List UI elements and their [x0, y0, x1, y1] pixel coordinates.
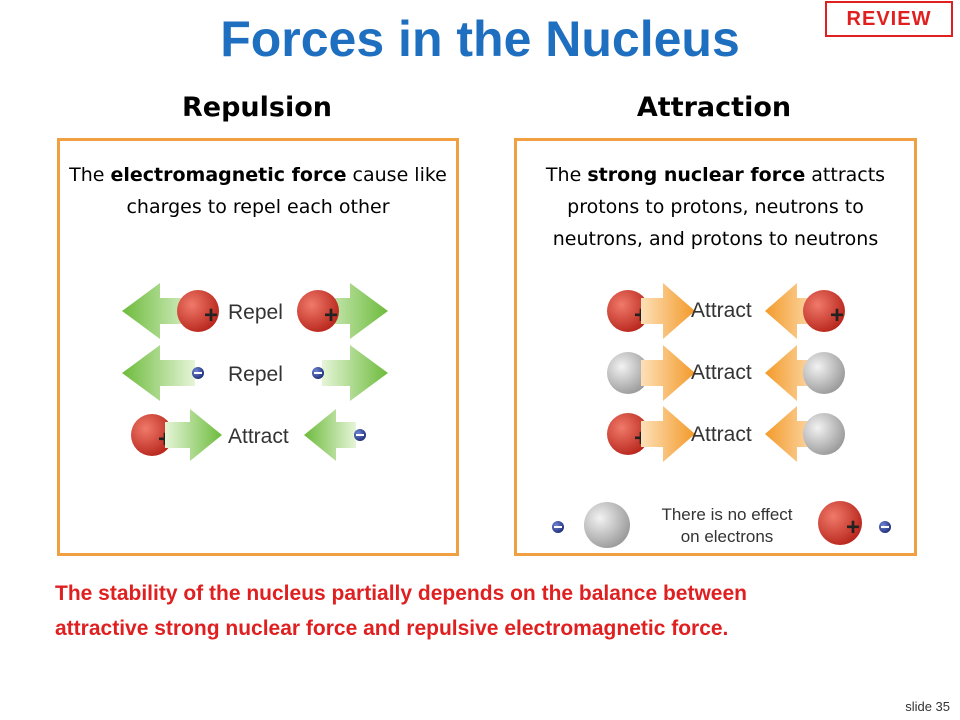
minus-sign [554, 526, 562, 528]
row-label: Attract [691, 423, 752, 446]
attract-row-1: + Attract + [607, 283, 845, 339]
plus-sign: + [324, 302, 338, 329]
repulsion-panel: The electromagnetic force cause like cha… [57, 138, 459, 556]
proton [607, 413, 649, 455]
attract-row: + Attract [131, 409, 366, 461]
proton [803, 290, 845, 332]
attraction-heading: Attraction [636, 92, 792, 123]
orange-arrow-left [765, 406, 819, 462]
electron-note: There is no effect on electrons + [552, 501, 891, 548]
plus-sign: + [846, 514, 860, 541]
slide-number: slide 35 [905, 699, 950, 714]
minus-sign [194, 372, 202, 374]
row-label: Attract [228, 425, 289, 448]
orange-arrow-right [641, 406, 695, 462]
note-line-1: There is no effect [661, 505, 792, 524]
proton [131, 414, 173, 456]
row-label: Repel [228, 301, 283, 324]
slide-title: Forces in the Nucleus [220, 11, 740, 67]
minus-sign [881, 526, 889, 528]
proton [818, 501, 862, 545]
row-label: Attract [691, 361, 752, 384]
attraction-text-bold: strong nuclear force [587, 164, 806, 186]
review-badge: REVIEW [825, 1, 953, 37]
plus-sign: + [830, 302, 844, 329]
repulsion-text-pre: The [69, 164, 111, 186]
row-label: Repel [228, 363, 283, 386]
neutron [803, 413, 845, 455]
green-arrow-left [122, 345, 195, 401]
green-arrow-left [122, 283, 200, 339]
neutron [584, 502, 630, 548]
attraction-panel: The strong nuclear force attracts proton… [514, 138, 917, 556]
green-arrow-right [322, 345, 388, 401]
green-arrow-left [304, 409, 356, 461]
minus-sign [314, 372, 322, 374]
plus-sign: + [204, 302, 218, 329]
proton [177, 290, 219, 332]
row-label: Attract [691, 299, 752, 322]
repulsion-text-bold: electromagnetic force [110, 164, 347, 186]
attraction-text-post: attracts protons to protons, neutrons to… [552, 164, 886, 250]
orange-arrow-left [765, 345, 819, 401]
green-arrow-right [310, 283, 388, 339]
attract-row-3: + Attract [607, 406, 845, 462]
neutron [607, 352, 649, 394]
note-line-2: on electrons [681, 527, 774, 546]
attract-row-2: Attract [607, 345, 845, 401]
orange-arrow-right [641, 345, 695, 401]
repulsion-description: The electromagnetic force cause like cha… [66, 159, 450, 223]
orange-arrow-right [641, 283, 695, 339]
stability-statement: The stability of the nucleus partially d… [55, 582, 747, 640]
minus-sign [356, 434, 364, 436]
attraction-text-pre: The [545, 164, 588, 186]
repulsion-diagram: + Repel + Repel + Attract [122, 283, 388, 461]
attraction-diagram: + Attract + Attract + Attract [552, 283, 891, 548]
repel-row-1: + Repel + [122, 283, 388, 339]
attraction-description: The strong nuclear force attracts proton… [523, 159, 908, 255]
repel-row-2: Repel [122, 345, 388, 401]
neutron [803, 352, 845, 394]
proton [297, 290, 339, 332]
repulsion-heading: Repulsion [181, 92, 332, 123]
green-arrow-right [165, 409, 222, 461]
proton [607, 290, 649, 332]
repulsion-text-post: cause like charges to repel each other [126, 164, 447, 218]
orange-arrow-left [765, 283, 819, 339]
